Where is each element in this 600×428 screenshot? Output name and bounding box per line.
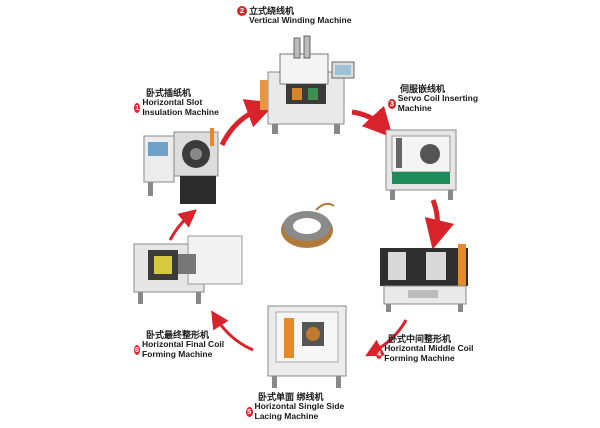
arrow-5-to-6 xyxy=(211,310,254,352)
step-label-6: 卧式最终整形机 6 Horizontal Final Coil Forming … xyxy=(134,330,234,360)
step-badge: 3 xyxy=(388,99,396,110)
step-badge: 5 xyxy=(246,407,253,418)
step-en-name: Horizontal Middle Coil Forming Machine xyxy=(384,343,474,364)
vertical-winding-machine-image xyxy=(260,35,355,134)
step-badge: 1 xyxy=(134,103,141,114)
step-badge: 6 xyxy=(134,345,140,356)
step-cn-name: 卧式插纸机 xyxy=(146,88,192,98)
step-label-3: 伺服嵌线机 3 Servo Coil Inserting Machine xyxy=(388,84,488,114)
arrow-6-to-1 xyxy=(168,209,197,241)
arrow-2-to-3 xyxy=(351,105,394,139)
arrow-1-to-2 xyxy=(219,99,277,147)
step-cn-name: 立式绕线机 xyxy=(249,6,295,16)
stator-image xyxy=(281,202,335,248)
step-en-name: Horizontal Final Coil Forming Machine xyxy=(141,339,225,360)
servo-coil-inserting-machine-image xyxy=(385,129,457,200)
horizontal-middle-coil-forming-machine-image xyxy=(380,244,468,312)
horizontal-single-side-lacing-machine-image xyxy=(267,305,347,388)
step-en-name: Horizontal Slot Insulation Machine xyxy=(142,97,219,118)
horizontal-slot-insulation-machine-image xyxy=(143,128,219,204)
step-en-name: Horizontal Single Side Lacing Machine xyxy=(254,401,345,422)
step-cn-name: 卧式中间整形机 xyxy=(388,334,452,344)
step-badge: 4 xyxy=(376,349,383,360)
step-badge: 2 xyxy=(237,6,247,17)
step-label-1: 卧式插纸机 1 Horizontal Slot Insulation Machi… xyxy=(134,88,230,118)
step-label-4: 卧式中间整形机 4 Horizontal Middle Coil Forming… xyxy=(376,334,486,364)
step-cn-name: 卧式最终整形机 xyxy=(146,330,210,340)
arrow-3-to-4 xyxy=(424,199,455,250)
step-label-2: 2 立式绕线机 Vertical Winding Machine xyxy=(237,6,351,26)
step-en-name: Vertical Winding Machine xyxy=(249,15,352,26)
step-cn-name: 伺服嵌线机 xyxy=(400,84,446,94)
step-label-5: 卧式单面 绑线机 5 Horizontal Single Side Lacing… xyxy=(246,392,356,422)
horizontal-final-coil-forming-machine-image xyxy=(133,235,243,304)
step-en-name: Servo Coil Inserting Machine xyxy=(397,93,479,114)
step-cn-name: 卧式单面 绑线机 xyxy=(258,392,324,402)
